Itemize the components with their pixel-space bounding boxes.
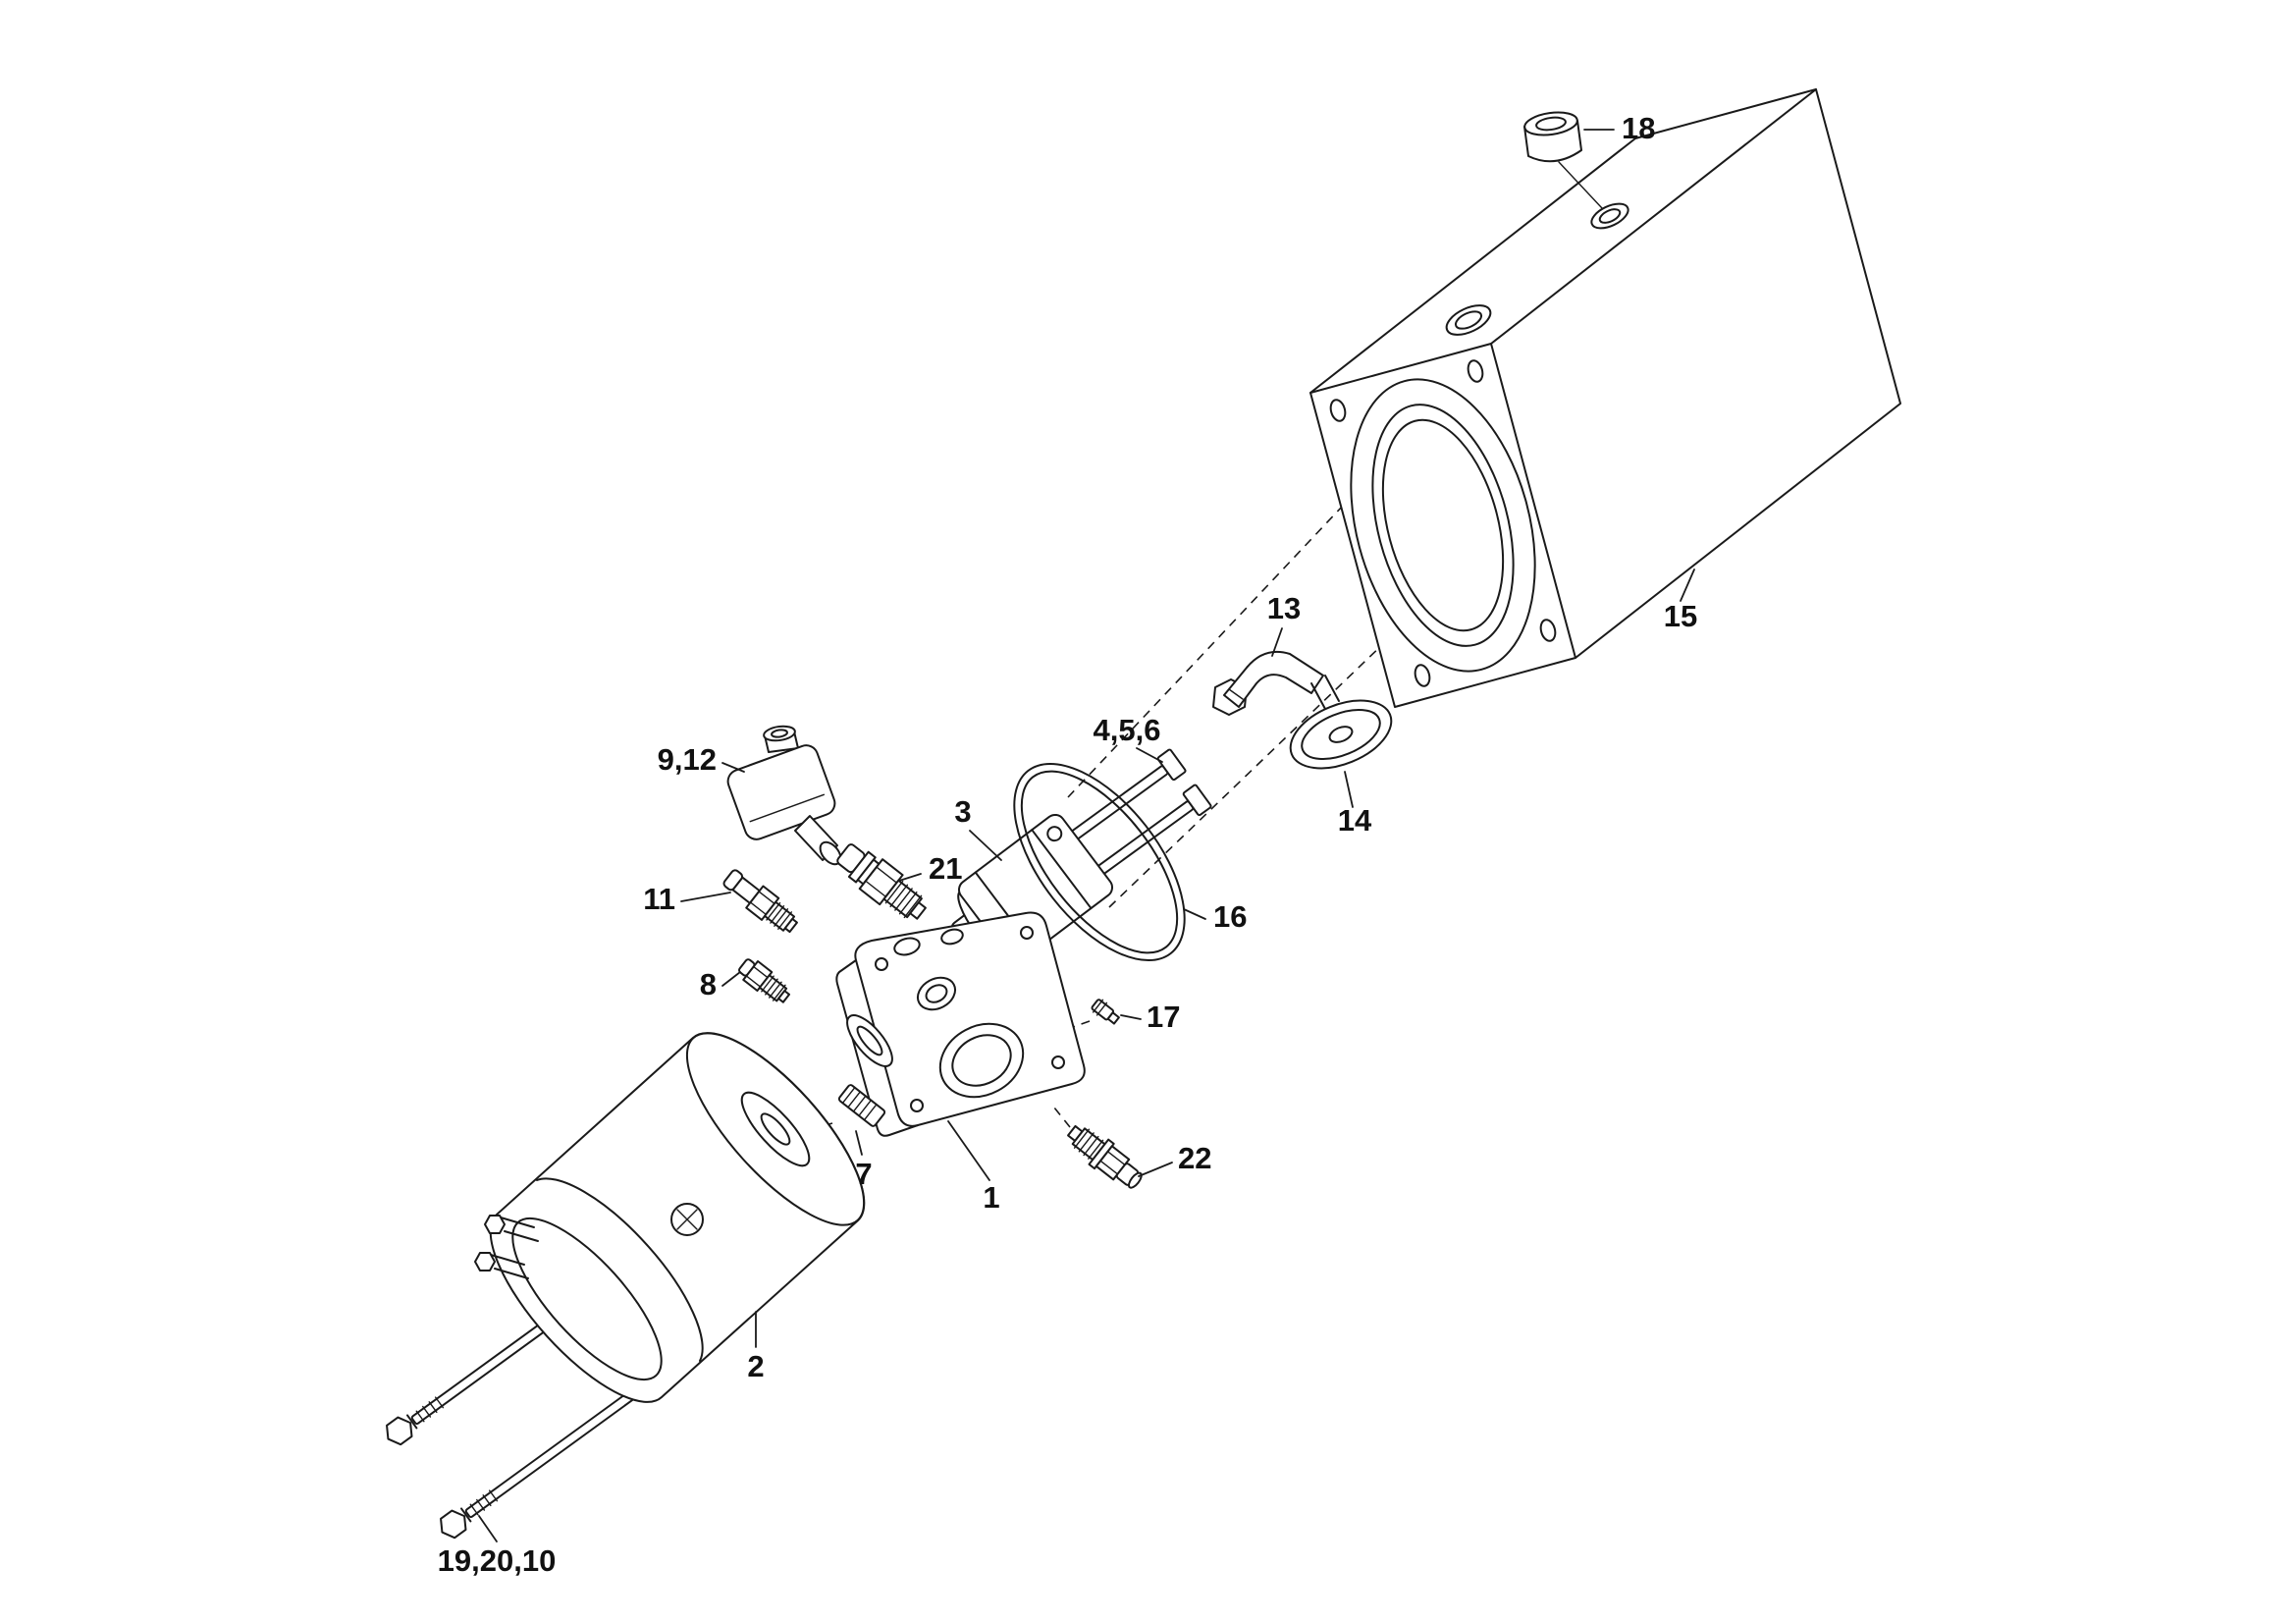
motor-terminal-stud <box>484 1215 539 1242</box>
callout-9-12: 9,12 <box>658 742 717 777</box>
electric-motor <box>474 1032 866 1403</box>
suction-strainer <box>1289 675 1393 770</box>
motor-terminal-stud <box>474 1252 529 1279</box>
block-bolt-hole <box>910 1099 924 1112</box>
flange-bolt-hole <box>1539 619 1557 642</box>
block-bolt-hole <box>1051 1055 1065 1069</box>
leader-lines <box>478 129 1695 1542</box>
manifold-block <box>835 911 1086 1137</box>
callout-19-20-10: 19,20,10 <box>438 1543 557 1578</box>
block-cartridge-cavity <box>893 937 921 956</box>
block-cartridge-cavity <box>940 928 964 946</box>
callout-18: 18 <box>1622 111 1655 145</box>
cartridge-valve <box>836 843 927 920</box>
hex-fitting-11 <box>722 869 798 934</box>
o-ring <box>1013 762 1186 962</box>
callout-1: 1 <box>983 1180 999 1215</box>
block-bolt-hole <box>1020 926 1034 940</box>
block-bolt-hole <box>875 957 888 971</box>
callout-8: 8 <box>700 967 717 1001</box>
bolt-head <box>1156 748 1187 782</box>
flange-bolt-hole <box>1467 359 1484 383</box>
shaft-coupling <box>837 1084 886 1127</box>
callout-11: 11 <box>643 882 675 916</box>
callout-17: 17 <box>1147 1000 1180 1034</box>
reservoir-tank <box>1309 88 1901 708</box>
stud-nut <box>386 1416 413 1446</box>
relief-valve <box>1067 1124 1143 1189</box>
hex-fitting-8 <box>738 958 790 1003</box>
callout-22: 22 <box>1178 1141 1211 1175</box>
callout-3: 3 <box>954 794 971 829</box>
callout-7: 7 <box>855 1157 872 1191</box>
stud-nut <box>440 1509 467 1540</box>
callout-labels: 18 15 13 14 4,5,6 3 16 9,12 21 11 8 17 2… <box>438 111 1698 1578</box>
callout-13: 13 <box>1267 591 1301 625</box>
flange-bolt-hole <box>1329 399 1347 422</box>
callout-15: 15 <box>1664 599 1697 633</box>
breather-cap <box>1523 111 1603 209</box>
callout-16: 16 <box>1213 899 1247 934</box>
callout-2: 2 <box>747 1349 764 1383</box>
callout-4-5-6: 4,5,6 <box>1094 713 1161 747</box>
callout-21: 21 <box>929 851 962 886</box>
flange-bolt-hole <box>1414 664 1431 687</box>
bolt-head <box>1182 784 1212 817</box>
callout-14: 14 <box>1338 803 1372 838</box>
elbow-fitting <box>1212 650 1324 716</box>
solenoid-coil <box>726 725 842 866</box>
orifice-plug <box>1091 999 1120 1025</box>
